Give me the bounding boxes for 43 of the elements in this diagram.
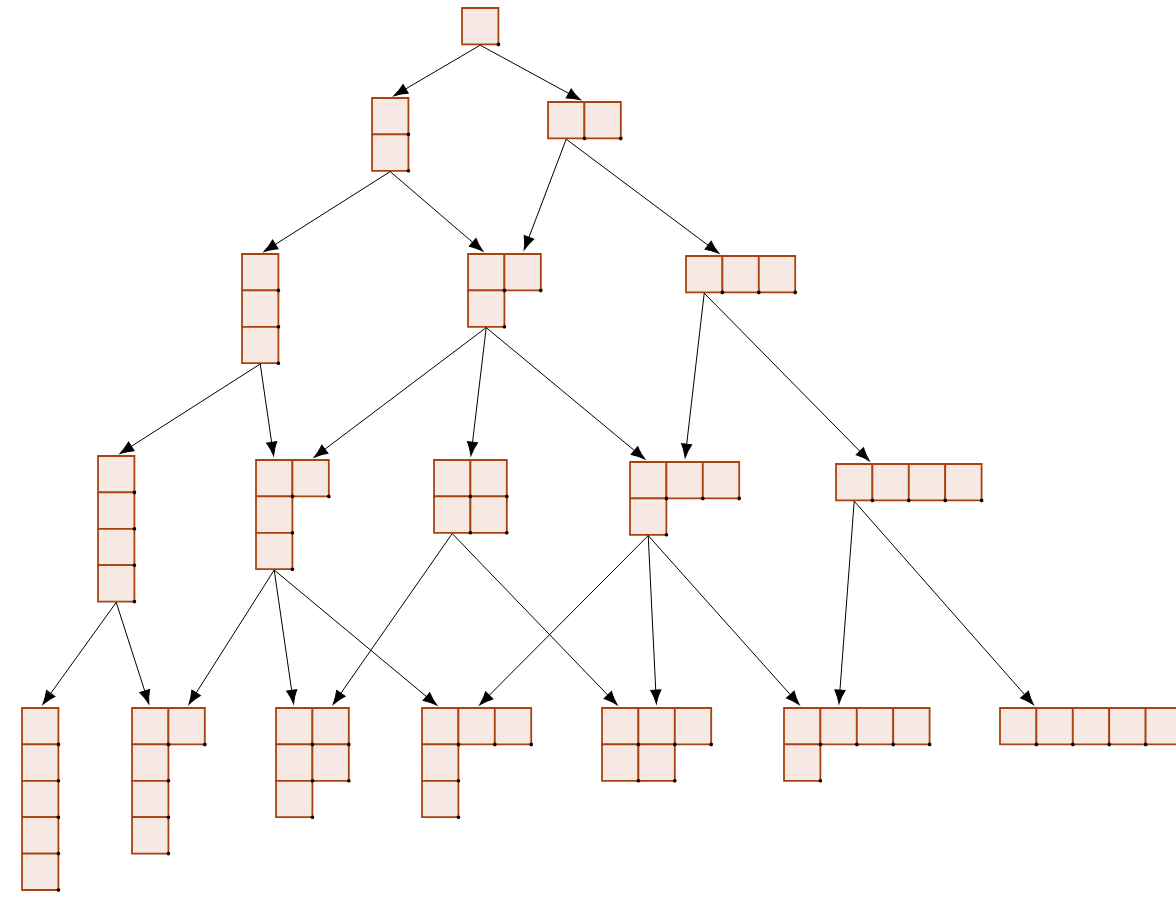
arrow [273,569,298,705]
arrow [834,500,855,705]
arrow [565,138,720,254]
young-diagram [255,459,331,571]
young-diagram [461,7,501,47]
young-diagram [685,255,797,295]
young-diagram [467,253,543,329]
arrow [479,535,649,706]
young-diagram [601,707,713,783]
arrow [485,327,646,460]
arrow [479,44,581,101]
arrow [332,533,453,705]
young-diagram [371,97,411,173]
young-diagram [999,707,1176,747]
arrow [703,292,870,462]
young-diagram [835,463,984,503]
arrow [389,171,484,252]
young-diagram [783,707,932,783]
young-diagram [97,455,137,604]
young-diagram [131,707,207,856]
arrow [466,327,487,457]
young-diagram [629,461,741,537]
young-diagram [241,253,281,365]
young-diagram [421,707,533,819]
young-diagram [21,707,61,892]
arrow [313,327,487,458]
arrow [263,171,391,253]
arrow [681,292,705,459]
arrow [115,601,151,705]
arrow [273,569,438,706]
young-diagram [547,101,623,141]
arrow [647,535,800,706]
arrow [188,569,275,705]
arrow [42,601,117,705]
young-diagram [275,707,351,819]
arrow [451,533,618,706]
arrow [523,138,567,251]
arrow [393,44,481,97]
arrow [259,363,278,457]
arrow [853,500,1034,706]
arrow [119,363,261,455]
young-diagram [433,459,509,535]
arrow [647,535,662,705]
